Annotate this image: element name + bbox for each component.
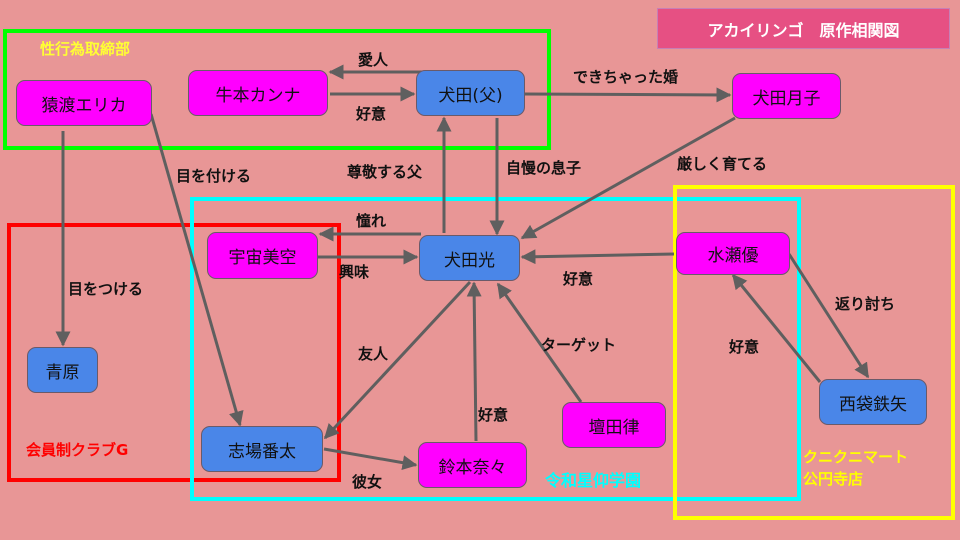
edge-inuta_tsukiko-to-inuta_hikaru <box>520 116 736 240</box>
edge-minase-to-nishibukuro <box>787 253 870 379</box>
edge-label-kanojo: 彼女 <box>352 473 383 491</box>
group-frame-seiko <box>3 29 551 150</box>
edge-danda-to-inuta_hikaru <box>496 282 583 403</box>
edge-label-sonkei: 尊敬する父 <box>347 163 423 181</box>
edge-label-target: ターゲット <box>541 336 617 354</box>
edge-nishibukuro-to-minase <box>731 273 822 383</box>
edge-shiba-to-suzumoto <box>323 447 418 471</box>
edge-inuta_father-to-inuta_tsukiko <box>524 87 732 103</box>
edge-label-jiman: 自慢の息子 <box>506 159 582 177</box>
group-label-school: 令和星仰学園 <box>545 471 642 490</box>
group-label-club: 会員制クラブG <box>26 441 129 459</box>
edge-label-koui-ushimoto: 好意 <box>356 105 387 123</box>
node-shiba[interactable]: 志場番太 <box>201 426 323 472</box>
node-saruwatari[interactable]: 猿渡エリカ <box>16 80 152 126</box>
edge-label-koui-suzumoto: 好意 <box>478 406 509 424</box>
group-label-mart-line1: クニクニマート <box>803 448 909 466</box>
node-suzumoto[interactable]: 鈴本奈々 <box>418 442 527 488</box>
node-minase[interactable]: 水瀬優 <box>676 232 790 275</box>
edge-label-me-wo-tsukeru-aohara: 目をつける <box>68 280 144 298</box>
group-label-seiko: 性行為取締部 <box>40 40 131 58</box>
node-aohara[interactable]: 青原 <box>27 347 98 393</box>
edge-label-koui-minase: 好意 <box>563 270 594 288</box>
edge-label-koui-nishibukuro: 好意 <box>729 338 760 356</box>
diagram-title: アカイリンゴ 原作相関図 <box>657 8 950 49</box>
node-inuta-hikaru[interactable]: 犬田光 <box>419 235 520 281</box>
edge-label-kyoumi: 興味 <box>339 263 370 281</box>
node-inuta-father[interactable]: 犬田(父) <box>416 70 525 116</box>
node-uchu[interactable]: 宇宙美空 <box>207 232 318 279</box>
node-danda[interactable]: 壇田律 <box>562 402 666 448</box>
edge-label-aijin: 愛人 <box>358 51 389 69</box>
edge-label-yuujin: 友人 <box>358 345 389 363</box>
group-frame-mart <box>673 185 955 520</box>
edge-saruwatari-to-shiba <box>149 113 244 427</box>
edge-label-me-wo-tsukeru-shiba: 目を付ける <box>176 167 252 185</box>
group-label-mart-line2: 公円寺店 <box>803 470 864 488</box>
node-ushimoto[interactable]: 牛本カンナ <box>188 70 328 116</box>
edge-suzumoto-to-inuta_hikaru <box>466 281 482 442</box>
node-inuta-tsukiko[interactable]: 犬田月子 <box>732 73 841 119</box>
edge-label-dekichatta: できちゃった婚 <box>573 68 679 86</box>
edge-inuta_hikaru-to-shiba <box>323 280 472 440</box>
edge-label-akogare: 憧れ <box>356 212 387 230</box>
group-frame-club <box>7 223 341 482</box>
node-nishibukuro[interactable]: 西袋鉄矢 <box>819 379 927 425</box>
edge-label-kaeriuchi: 返り討ち <box>835 295 896 313</box>
edge-minase-to-inuta_hikaru <box>520 249 675 265</box>
edge-label-kibishiku: 厳しく育てる <box>677 155 768 173</box>
